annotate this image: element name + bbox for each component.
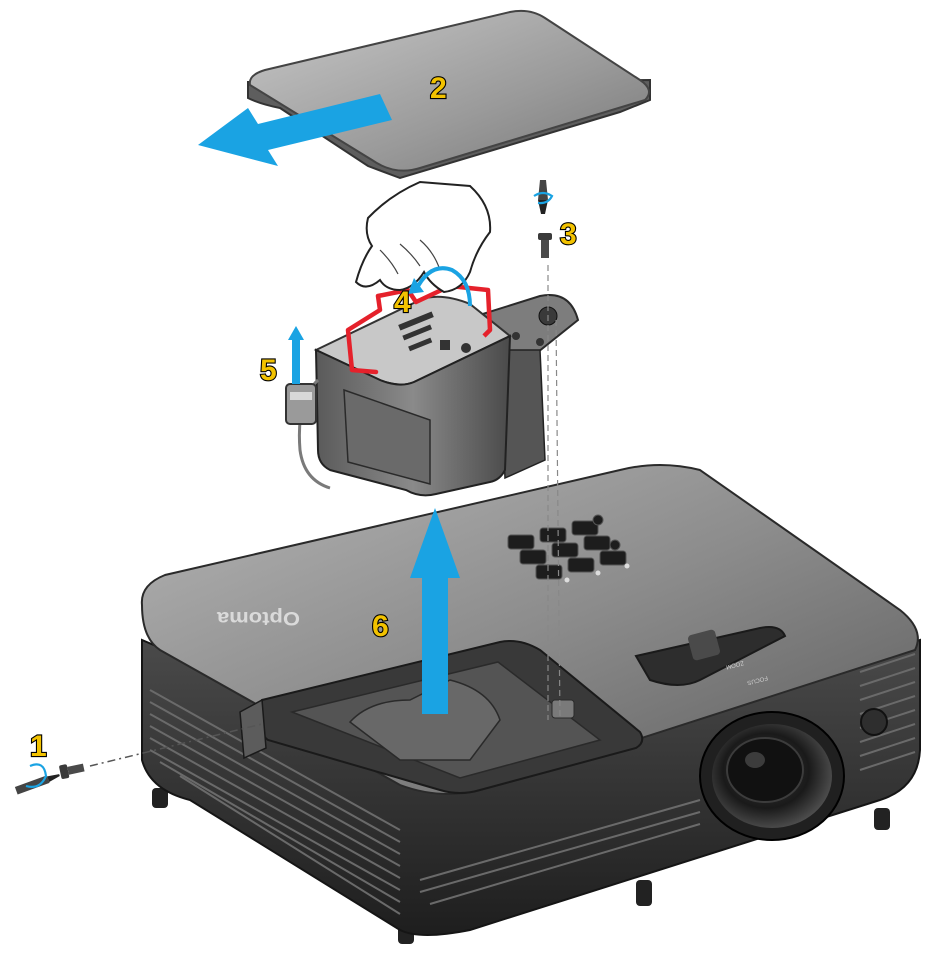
bracket-hole — [512, 332, 520, 340]
focus-label: FOCUS — [746, 674, 768, 685]
screwdriver-3 — [538, 180, 548, 214]
step-label-2: 2 — [430, 72, 447, 105]
cover-top — [248, 9, 650, 172]
zoom-lever — [688, 629, 720, 661]
top-cover — [247, 9, 651, 180]
side-vents — [149, 653, 916, 915]
lamp-door-edge — [239, 698, 267, 760]
control-keypad — [507, 514, 627, 580]
arrow-lift-handle — [414, 266, 472, 307]
step-label-3: 3 — [560, 218, 577, 251]
lamp-bay-screw-post — [551, 699, 575, 719]
indicator-led — [595, 570, 601, 576]
lamp-socket — [348, 679, 501, 761]
projector: Optoma ZOOM FOCUS — [140, 464, 921, 944]
ir-receiver — [860, 708, 888, 736]
rotate-arrow-3 — [533, 191, 554, 205]
arrow-disconnect — [288, 326, 304, 384]
projector-side — [141, 638, 921, 936]
zoom-label: ZOOM — [725, 659, 744, 669]
arrow-lift-handle-head — [408, 278, 424, 294]
lamp-label — [398, 311, 471, 353]
projection-lens — [699, 711, 845, 841]
arrow-lift-lamp — [410, 508, 460, 714]
lamp-front-panel — [343, 388, 431, 485]
foot — [874, 808, 890, 830]
lamp-handle-end — [349, 367, 379, 375]
step-label-4: 4 — [394, 286, 411, 319]
step-label-1: 1 — [30, 730, 47, 763]
indicator-led — [624, 563, 630, 569]
screw-3 — [538, 233, 552, 258]
step-label-5: 5 — [260, 354, 277, 387]
lamp-handle — [345, 283, 493, 371]
brand-logo: Optoma — [217, 607, 300, 629]
lamp-module — [285, 294, 580, 497]
step-label-6: 6 — [372, 610, 389, 643]
foot — [636, 880, 652, 906]
bracket-hole — [536, 338, 544, 346]
arrow-remove-cover — [198, 94, 392, 166]
guide-line-1 — [89, 723, 263, 767]
lamp-connector — [285, 383, 317, 425]
hand — [354, 180, 492, 294]
connector-release — [290, 392, 312, 400]
foot — [152, 788, 168, 808]
screwdriver-1 — [14, 774, 60, 795]
guide-line-3b — [555, 319, 561, 721]
screw-1 — [59, 763, 85, 779]
indicator-led — [564, 577, 570, 583]
rotate-arrow-1 — [25, 763, 48, 788]
